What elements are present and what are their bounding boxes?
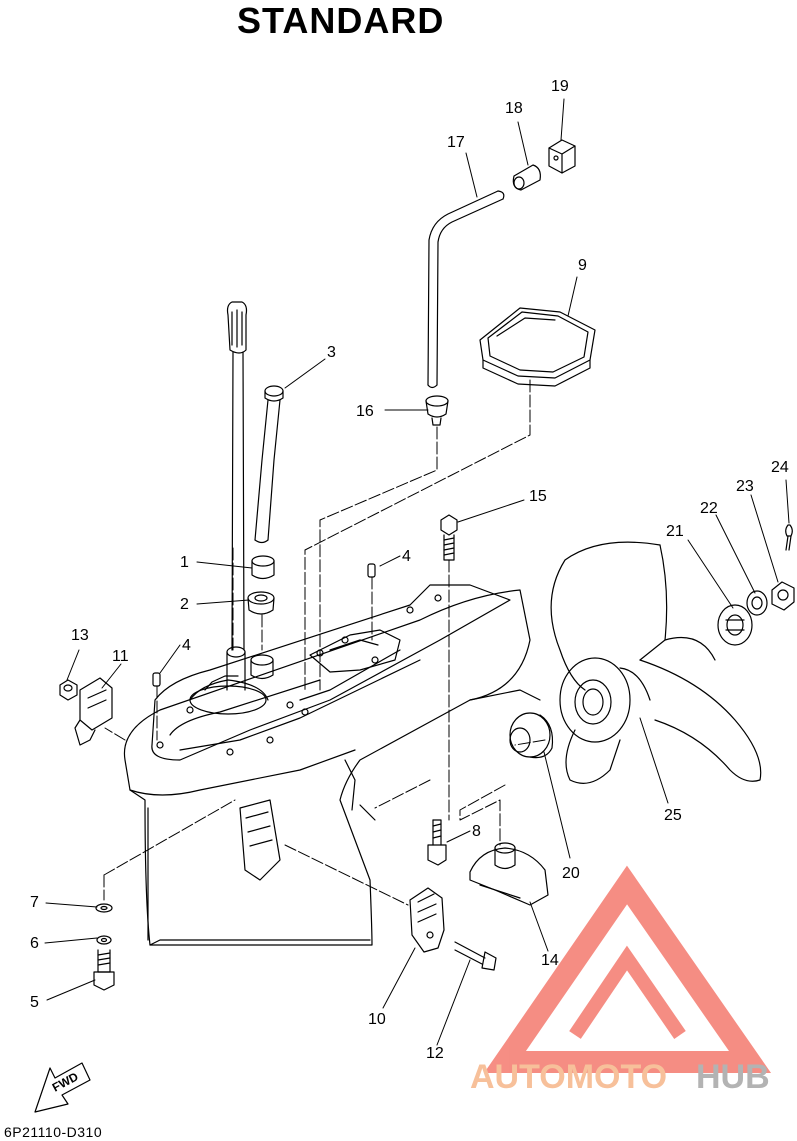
washer-7 bbox=[95, 903, 113, 913]
callout-1: 1 bbox=[180, 554, 189, 571]
callout-4a: 4 bbox=[402, 548, 411, 565]
dowel-pin-right bbox=[367, 563, 376, 578]
watermark-text-part1: AUTOMOTO bbox=[470, 1058, 667, 1096]
nut-23 bbox=[771, 581, 795, 611]
callout-8: 8 bbox=[472, 823, 481, 840]
bolt-12 bbox=[454, 941, 497, 971]
callout-20: 20 bbox=[562, 865, 580, 882]
water-tube bbox=[254, 385, 284, 544]
grommet-2 bbox=[247, 591, 275, 615]
washer-22 bbox=[746, 590, 768, 616]
seal-gasket bbox=[479, 307, 596, 387]
callout-17: 17 bbox=[447, 134, 465, 151]
callout-5: 5 bbox=[30, 994, 39, 1011]
callout-9: 9 bbox=[578, 257, 587, 274]
callout-23: 23 bbox=[736, 478, 754, 495]
washer-21 bbox=[717, 604, 753, 646]
water-pipe bbox=[427, 190, 505, 389]
watermark-text-part2: HUB bbox=[696, 1058, 770, 1096]
callout-11: 11 bbox=[112, 648, 129, 665]
callout-22: 22 bbox=[700, 500, 718, 517]
fwd-arrow bbox=[34, 1062, 91, 1113]
collar bbox=[512, 164, 541, 191]
bolt-15 bbox=[440, 514, 458, 561]
clip bbox=[548, 139, 576, 174]
bolt-5 bbox=[93, 949, 115, 991]
callout-16: 16 bbox=[356, 403, 374, 420]
callout-3: 3 bbox=[327, 344, 336, 361]
fwd-label: FWD bbox=[50, 1069, 81, 1094]
callout-12: 12 bbox=[426, 1045, 444, 1062]
callout-13: 13 bbox=[71, 627, 89, 644]
washer-6 bbox=[96, 935, 112, 945]
anode-11 bbox=[74, 677, 113, 746]
diagram-title: STANDARD bbox=[237, 0, 445, 41]
callout-18: 18 bbox=[505, 100, 523, 117]
callout-6: 6 bbox=[30, 935, 39, 952]
callout-15: 15 bbox=[529, 488, 547, 505]
callout-2: 2 bbox=[180, 596, 189, 613]
callout-7: 7 bbox=[30, 894, 39, 911]
callout-14: 14 bbox=[541, 952, 559, 969]
nut-13 bbox=[59, 679, 78, 701]
anode-10 bbox=[409, 887, 445, 953]
watermark-logo-icon bbox=[484, 865, 772, 1073]
callout-21: 21 bbox=[666, 523, 684, 540]
callout-10: 10 bbox=[368, 1011, 386, 1028]
dowel-pin-left bbox=[152, 672, 161, 687]
bolt-8 bbox=[427, 819, 447, 866]
callout-25: 25 bbox=[664, 807, 682, 824]
grommet-1 bbox=[251, 555, 275, 580]
pipe-grommet bbox=[425, 395, 449, 426]
propeller bbox=[550, 541, 762, 784]
spacer bbox=[509, 712, 554, 759]
callout-19: 19 bbox=[551, 78, 569, 95]
callout-4b: 4 bbox=[182, 637, 191, 654]
callout-24: 24 bbox=[771, 459, 789, 476]
callouts: 1 2 3 4 4 5 6 7 8 9 10 11 12 13 14 15 16… bbox=[30, 78, 789, 1062]
lower-casing bbox=[123, 584, 541, 946]
driveshaft bbox=[226, 301, 248, 651]
trim-tab bbox=[469, 842, 549, 906]
diagram-code: 6P21110-D310 bbox=[4, 1124, 103, 1140]
cotter-pin bbox=[785, 524, 793, 551]
